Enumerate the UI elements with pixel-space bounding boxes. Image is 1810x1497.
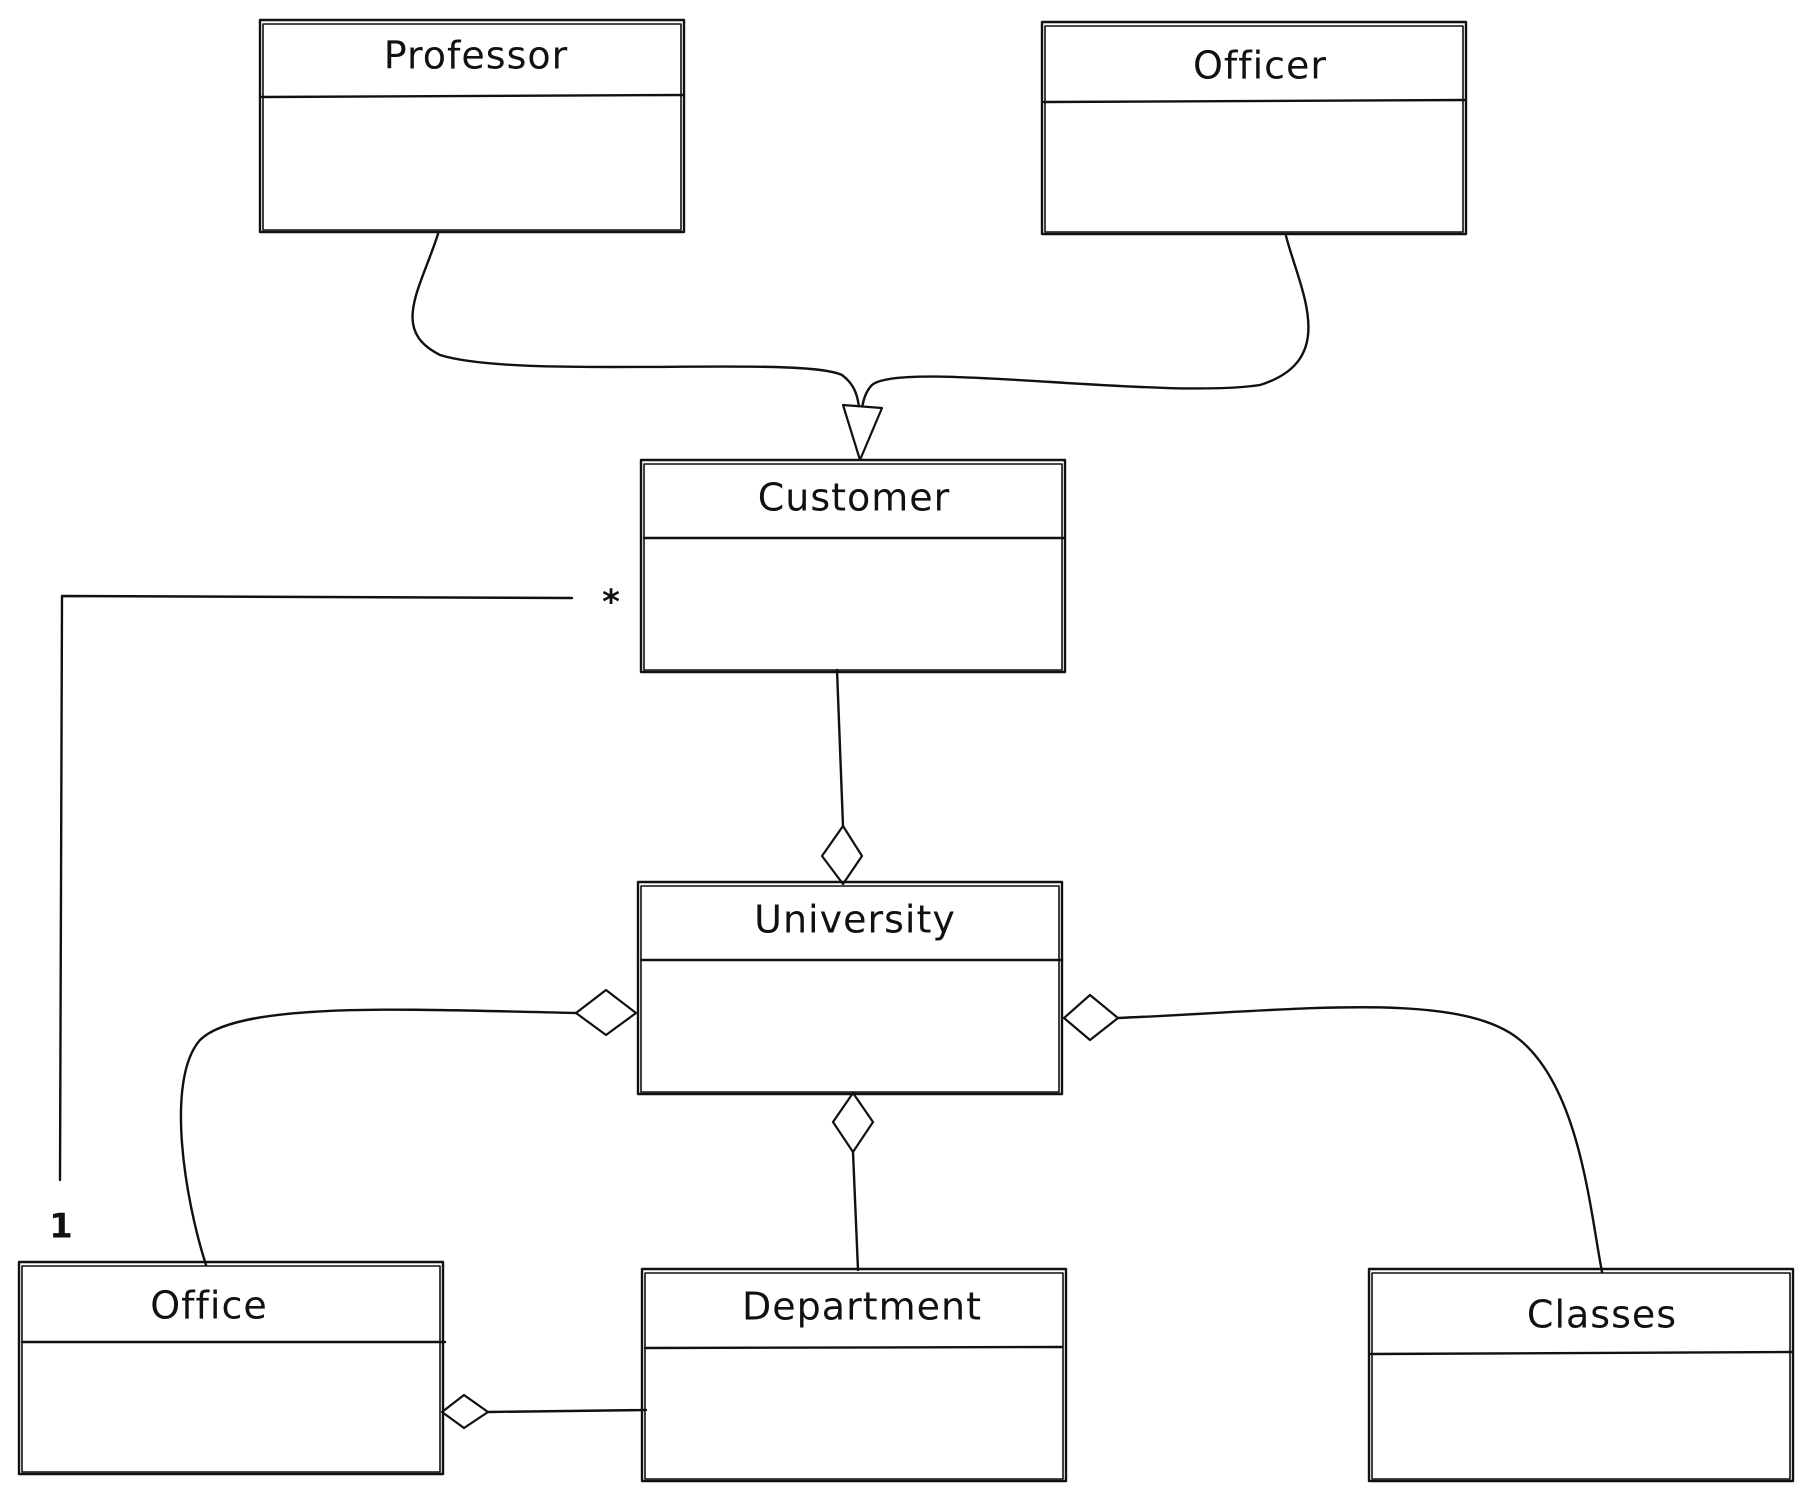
aggregation-diamond-department-office bbox=[440, 1393, 490, 1430]
aggregation-diamond-university-department bbox=[831, 1091, 875, 1154]
edge-professor-customer bbox=[411, 232, 862, 457]
class-classes-name: Classes bbox=[1527, 1293, 1677, 1337]
multiplicity-office-end: 1 bbox=[49, 1207, 73, 1247]
class-office-name: Office bbox=[150, 1284, 268, 1328]
edge-customer-university bbox=[835, 668, 845, 828]
class-department-name: Department bbox=[742, 1285, 982, 1329]
class-customer[interactable]: Customer bbox=[639, 458, 1067, 674]
class-professor-name: Professor bbox=[384, 34, 569, 78]
edge-university-department bbox=[851, 1150, 860, 1272]
edge-customer-office-association bbox=[58, 594, 574, 1182]
edge-university-classes bbox=[1116, 1006, 1604, 1274]
class-classes[interactable]: Classes bbox=[1367, 1267, 1795, 1483]
class-customer-name: Customer bbox=[758, 476, 951, 520]
class-officer-name: Officer bbox=[1193, 44, 1327, 88]
class-department[interactable]: Department bbox=[640, 1267, 1068, 1483]
aggregation-diamond-university-office bbox=[574, 988, 638, 1037]
class-university-name: University bbox=[754, 898, 956, 942]
class-officer[interactable]: Officer bbox=[1040, 20, 1468, 236]
multiplicity-customer-end: * bbox=[602, 583, 620, 623]
class-university[interactable]: University bbox=[636, 880, 1064, 1096]
edge-department-office bbox=[486, 1408, 648, 1414]
class-professor[interactable]: Professor bbox=[258, 18, 686, 234]
inheritance-arrowhead bbox=[841, 403, 884, 462]
class-office[interactable]: Office bbox=[17, 1260, 447, 1476]
aggregation-diamond-university-classes bbox=[1062, 993, 1120, 1042]
edge-university-office bbox=[179, 1008, 580, 1267]
edge-officer-customer bbox=[858, 234, 1310, 457]
aggregation-diamond-customer-university bbox=[820, 824, 864, 886]
